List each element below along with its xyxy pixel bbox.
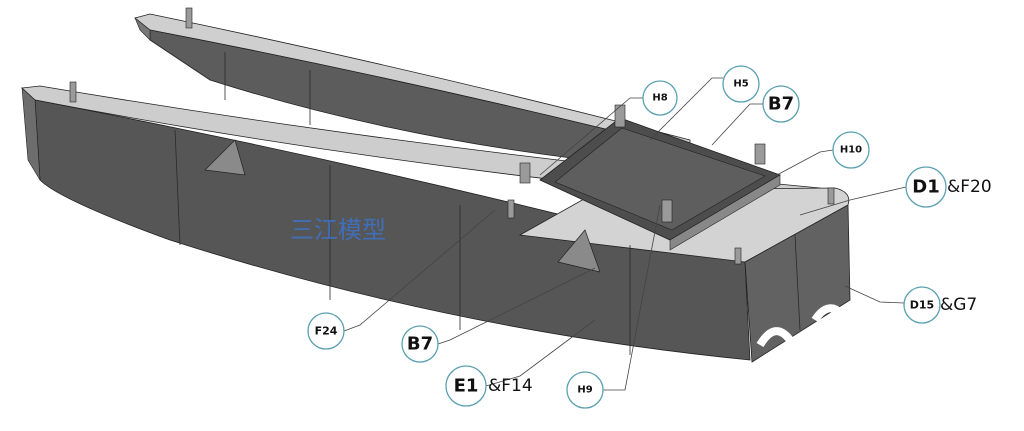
svg-text:H9: H9 (577, 385, 592, 396)
svg-text:H5: H5 (733, 79, 748, 90)
svg-text:B7: B7 (768, 94, 794, 115)
svg-text:E1: E1 (454, 376, 479, 397)
callout-D15-suffix: &G7 (940, 295, 977, 315)
hatch-frame (539, 117, 781, 251)
svg-text:D15: D15 (910, 299, 934, 312)
lug-plate (557, 229, 601, 273)
leader-lines (343, 77, 907, 391)
callout-E1-suffix: &F14 (488, 376, 533, 396)
svg-text:H8: H8 (652, 93, 667, 104)
watermark: 三江模型 (290, 216, 386, 244)
callout-E1: E1 (445, 365, 487, 407)
panel-seams (174, 52, 801, 355)
callout-H10: H10 (832, 131, 870, 169)
callout-H5: H5 (722, 65, 760, 103)
callout-B7-top: B7 (762, 85, 800, 123)
svg-text:B7: B7 (407, 334, 433, 355)
svg-text:H10: H10 (840, 145, 862, 156)
bollards (69, 7, 835, 265)
svg-text:D1: D1 (912, 177, 939, 198)
callout-D1: D1 (905, 166, 947, 208)
callout-H9: H9 (566, 371, 604, 409)
callout-B7-bottom: B7 (401, 325, 439, 363)
rear-pontoon (134, 13, 691, 171)
callout-F24: F24 (307, 312, 345, 350)
callout-D1-suffix: &F20 (947, 177, 992, 197)
callout-H8: H8 (642, 80, 678, 116)
callout-D15: D15 (903, 286, 941, 324)
svg-text:F24: F24 (315, 325, 338, 338)
lug-plate (204, 139, 246, 176)
